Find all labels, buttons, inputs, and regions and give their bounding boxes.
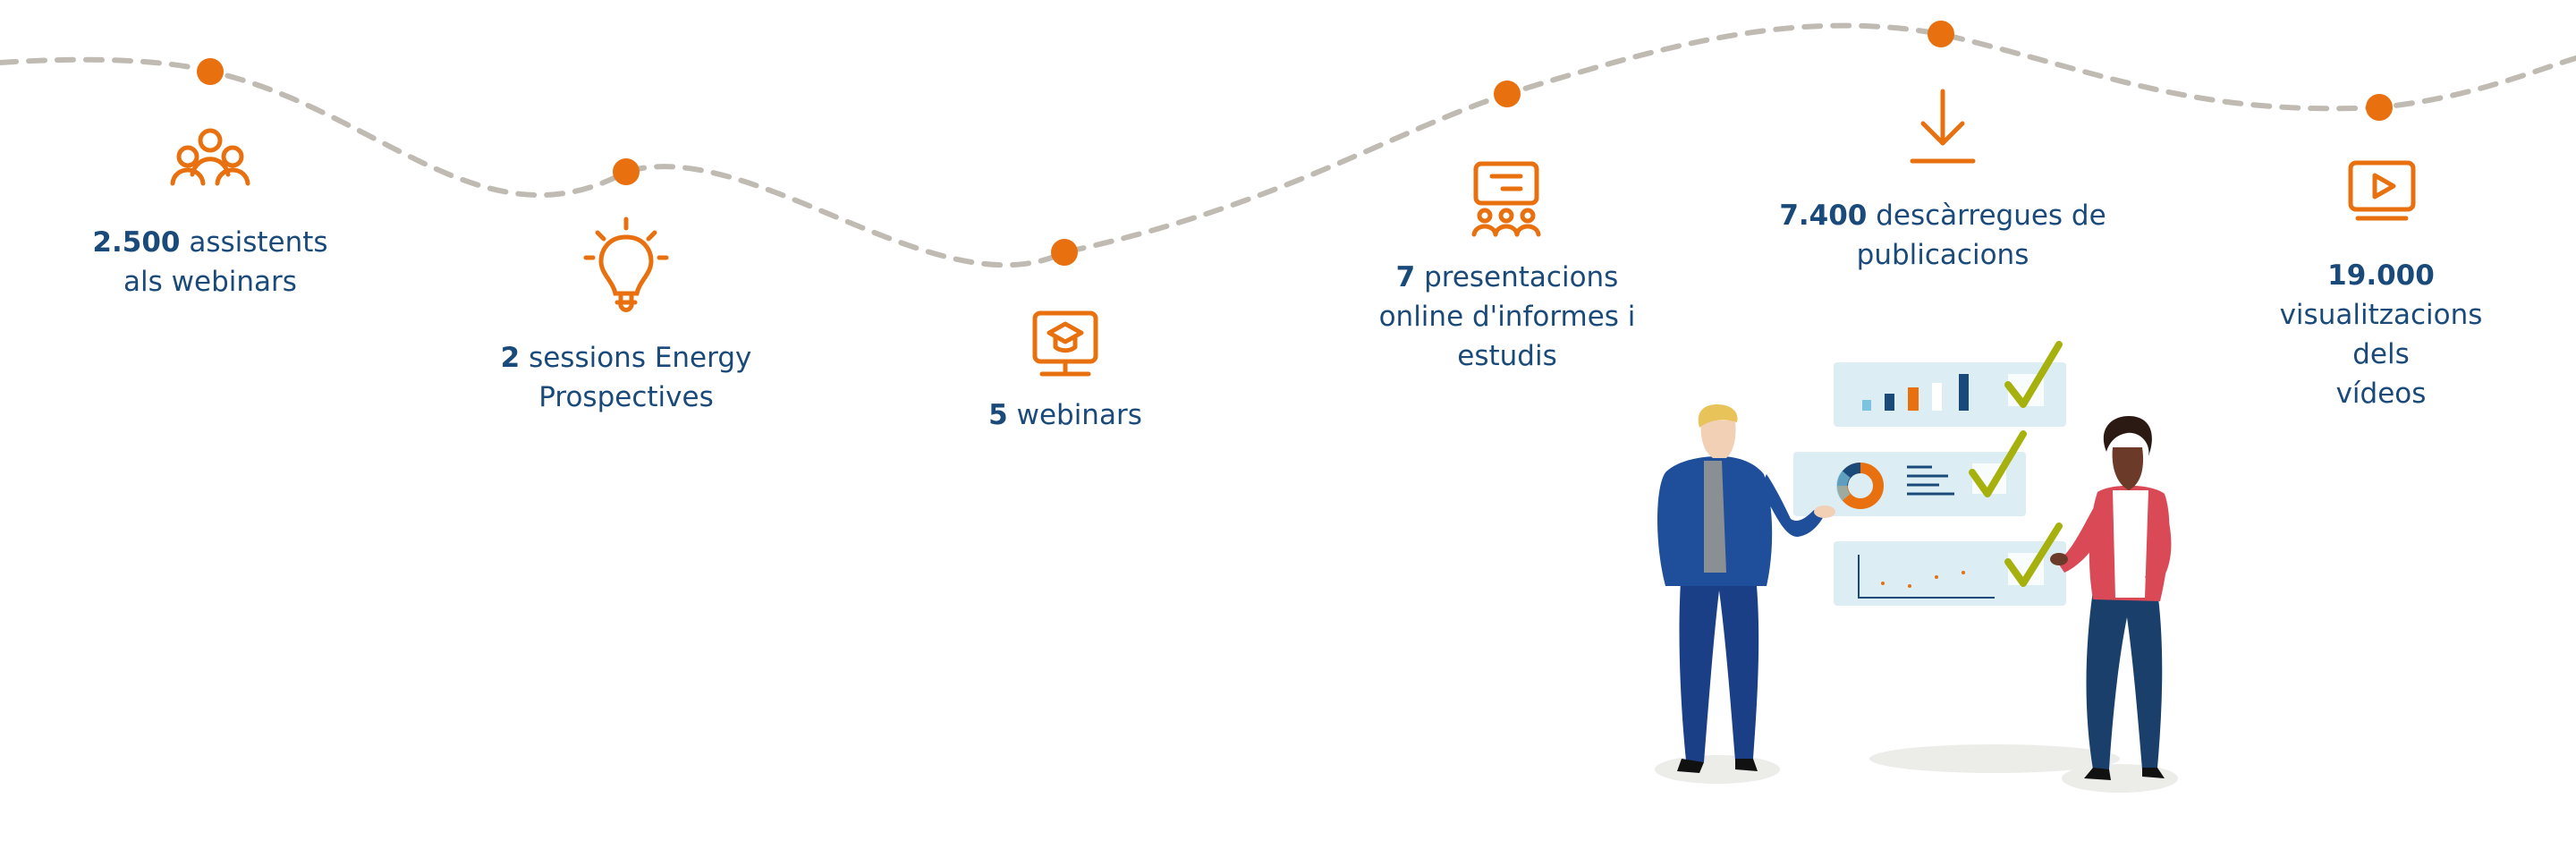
stat-text-line2: visualitzacions dels <box>2279 299 2483 370</box>
stat-text: sessions Energy <box>529 342 752 374</box>
milestone-label-5: 7.400 descàrregues de publicacions <box>1779 196 2106 275</box>
stat-value: 7 <box>1395 261 1416 293</box>
stat-text: presentacions <box>1424 261 1619 293</box>
milestone-dot-5 <box>1928 21 1954 47</box>
stat-text: descàrregues de <box>1876 200 2106 232</box>
milestone-dot-6 <box>2366 94 2393 121</box>
milestone-dot-3 <box>1051 239 1078 266</box>
lightbulb-icon <box>583 217 669 312</box>
milestone-label-3: 5 webinars <box>988 395 1142 435</box>
people-group-icon <box>170 128 250 186</box>
milestone-dot-2 <box>613 158 640 185</box>
stat-value: 19.000 <box>2327 259 2435 292</box>
milestone-label-4: 7 presentacions online d'informes i estu… <box>1379 258 1636 376</box>
milestone-label-6: 19.000 visualitzacions dels vídeos <box>2280 256 2483 413</box>
stat-text: assistents <box>189 226 328 259</box>
presentation-audience-icon <box>1471 161 1541 237</box>
milestone-label-2: 2 sessions Energy Prospectives <box>501 338 752 417</box>
milestone-label-1: 2.500 assistents als webinars <box>92 223 327 302</box>
milestone-dot-4 <box>1494 81 1521 107</box>
stat-text-line2: publicacions <box>1856 239 2029 271</box>
stat-value: 2.500 <box>92 226 181 259</box>
timeline-dashed-wave <box>0 22 2576 268</box>
stat-text-line2: Prospectives <box>538 381 714 413</box>
download-icon <box>1910 89 1976 164</box>
stat-value: 2 <box>500 342 521 374</box>
stat-text-line2: als webinars <box>123 266 297 298</box>
stat-text: webinars <box>1016 399 1142 431</box>
milestone-dot-1 <box>197 58 224 85</box>
man-figure-illustration <box>1657 404 1835 773</box>
stat-text-line2: online d'informes i <box>1378 301 1636 333</box>
stat-value: 7.400 <box>1779 200 1868 232</box>
video-play-icon <box>2348 160 2416 221</box>
monitor-graduation-icon <box>1032 310 1098 377</box>
dashboard-illustration <box>1655 341 2178 793</box>
stat-value: 5 <box>988 399 1008 431</box>
woman-figure-illustration <box>2050 416 2172 780</box>
stat-text-line3: vídeos <box>2335 378 2427 410</box>
stat-text-line3: estudis <box>1457 340 1557 372</box>
